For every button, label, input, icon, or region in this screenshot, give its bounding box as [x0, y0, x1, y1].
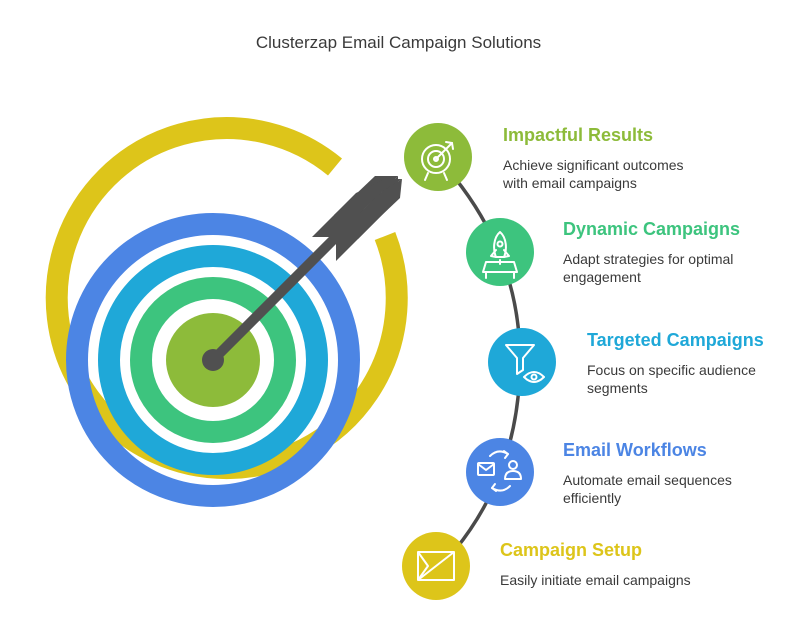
- item-title: Impactful Results: [503, 125, 654, 145]
- campaign-setup-node: [402, 532, 470, 600]
- item-email-workflows: Email Workflows Automate email sequences…: [563, 439, 763, 507]
- target-ring-blue: [66, 213, 360, 507]
- item-description: Adapt strategies for optimal engagement: [563, 251, 734, 285]
- envelope-icon: [417, 551, 455, 581]
- item-targeted-campaigns: Targeted Campaigns Focus on specific aud…: [587, 329, 777, 397]
- target-bullseye: [45, 117, 408, 507]
- item-title: Dynamic Campaigns: [563, 219, 741, 239]
- funnel-eye-icon: [505, 344, 545, 383]
- target-icon: [421, 141, 454, 181]
- item-campaign-setup: Campaign Setup Easily initiate email cam…: [500, 539, 740, 589]
- item-impactful-results: Impactful Results Achieve significant ou…: [503, 124, 703, 192]
- item-title: Targeted Campaigns: [587, 330, 764, 350]
- item-title: Email Workflows: [563, 440, 707, 460]
- page-title: Clusterzap Email Campaign Solutions: [255, 33, 542, 52]
- target-ring-cyan: [98, 245, 328, 475]
- dynamic-campaigns-node: [466, 218, 534, 286]
- target-ring-green: [130, 277, 296, 443]
- item-description: Achieve significant outcomes with email …: [503, 157, 684, 191]
- email-workflows-node: [466, 438, 534, 506]
- rocket-icon: [482, 231, 518, 279]
- item-description: Focus on specific audience segments: [587, 362, 756, 396]
- item-dynamic-campaigns: Dynamic Campaigns Adapt strategies for o…: [563, 218, 773, 286]
- targeted-campaigns-node: [488, 328, 556, 396]
- item-title: Campaign Setup: [500, 540, 643, 560]
- impactful-results-node: [404, 123, 472, 191]
- arrow-icon: [202, 176, 402, 371]
- item-description: Easily initiate email campaigns: [500, 572, 691, 588]
- email-user-cycle-icon: [477, 450, 522, 492]
- item-description: Automate email sequences efficiently: [563, 472, 732, 506]
